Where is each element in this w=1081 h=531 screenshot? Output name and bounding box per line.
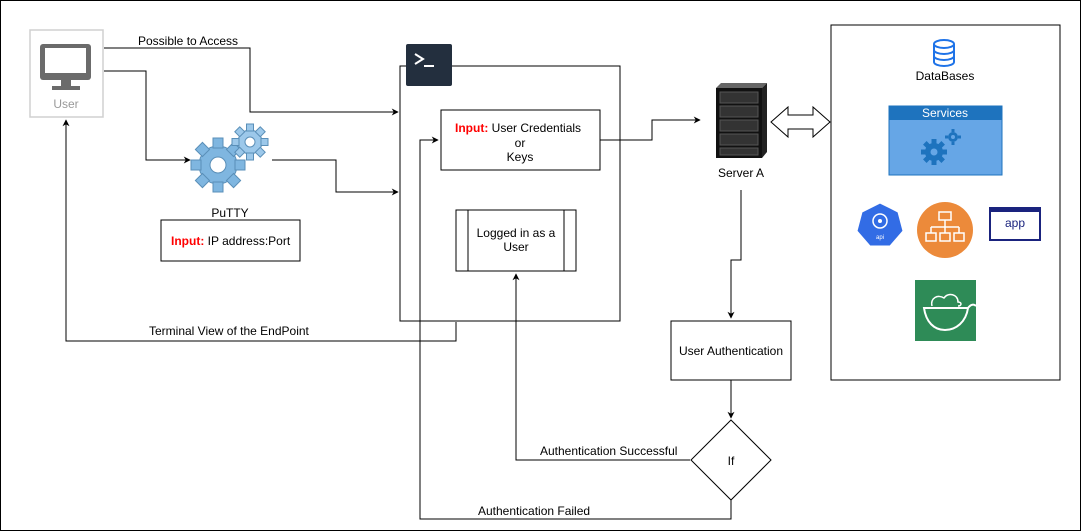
docker-container-icon bbox=[915, 280, 977, 341]
edge-credentials-to-server bbox=[600, 116, 701, 141]
server-label: Server A bbox=[718, 166, 764, 180]
edge-user-to-putty bbox=[104, 70, 191, 164]
label-terminal-view: Terminal View of the EndPoint bbox=[149, 324, 310, 338]
org-chart-icon bbox=[917, 202, 973, 258]
services-gear-icon bbox=[921, 129, 961, 165]
edge-putty-to-terminal bbox=[272, 159, 399, 196]
svg-text:app: app bbox=[1005, 216, 1025, 230]
logged-in-line2: User bbox=[503, 240, 528, 254]
server-rack-icon bbox=[716, 83, 767, 158]
putty-input-box bbox=[160, 219, 301, 262]
edge-server-to-auth bbox=[727, 190, 742, 319]
user-node: User bbox=[29, 29, 104, 118]
kubernetes-api-icon: api bbox=[856, 202, 904, 247]
services-box bbox=[888, 105, 1003, 176]
terminal-icon bbox=[406, 44, 452, 86]
services-label: Services bbox=[922, 106, 968, 120]
monitor-icon bbox=[40, 44, 91, 90]
edge-terminal-view bbox=[62, 119, 457, 342]
database-icon bbox=[933, 39, 955, 67]
gears-icon bbox=[190, 123, 269, 193]
logged-in-process-box bbox=[455, 209, 577, 272]
decision-label: If bbox=[728, 454, 735, 468]
user-auth-box bbox=[670, 320, 792, 381]
app-window-icon: app bbox=[989, 207, 1041, 241]
label-auth-success: Authentication Successful bbox=[540, 444, 677, 458]
credentials-line1: Input: User Credentials bbox=[455, 121, 581, 135]
decision-diamond bbox=[690, 419, 772, 501]
terminal-container bbox=[399, 65, 621, 322]
user-auth-label: User Authentication bbox=[679, 344, 783, 358]
label-possible-access: Possible to Access bbox=[138, 34, 238, 48]
edge-auth-success bbox=[512, 273, 690, 461]
edge-possible-access bbox=[104, 47, 399, 116]
putty-input-text: Input: IP address:Port bbox=[171, 234, 291, 248]
edge-auth-failed bbox=[419, 136, 732, 520]
bidirectional-arrow-icon bbox=[770, 105, 831, 139]
user-label: User bbox=[53, 97, 78, 111]
credentials-box bbox=[440, 109, 601, 171]
credentials-line3: Keys bbox=[507, 150, 534, 164]
credentials-line2: or bbox=[515, 136, 526, 150]
svg-text:api: api bbox=[876, 235, 884, 241]
logged-in-line1: Logged in as a bbox=[477, 226, 556, 240]
putty-label: PuTTY bbox=[211, 206, 248, 220]
label-auth-failed: Authentication Failed bbox=[478, 504, 590, 518]
databases-label: DataBases bbox=[916, 69, 975, 83]
